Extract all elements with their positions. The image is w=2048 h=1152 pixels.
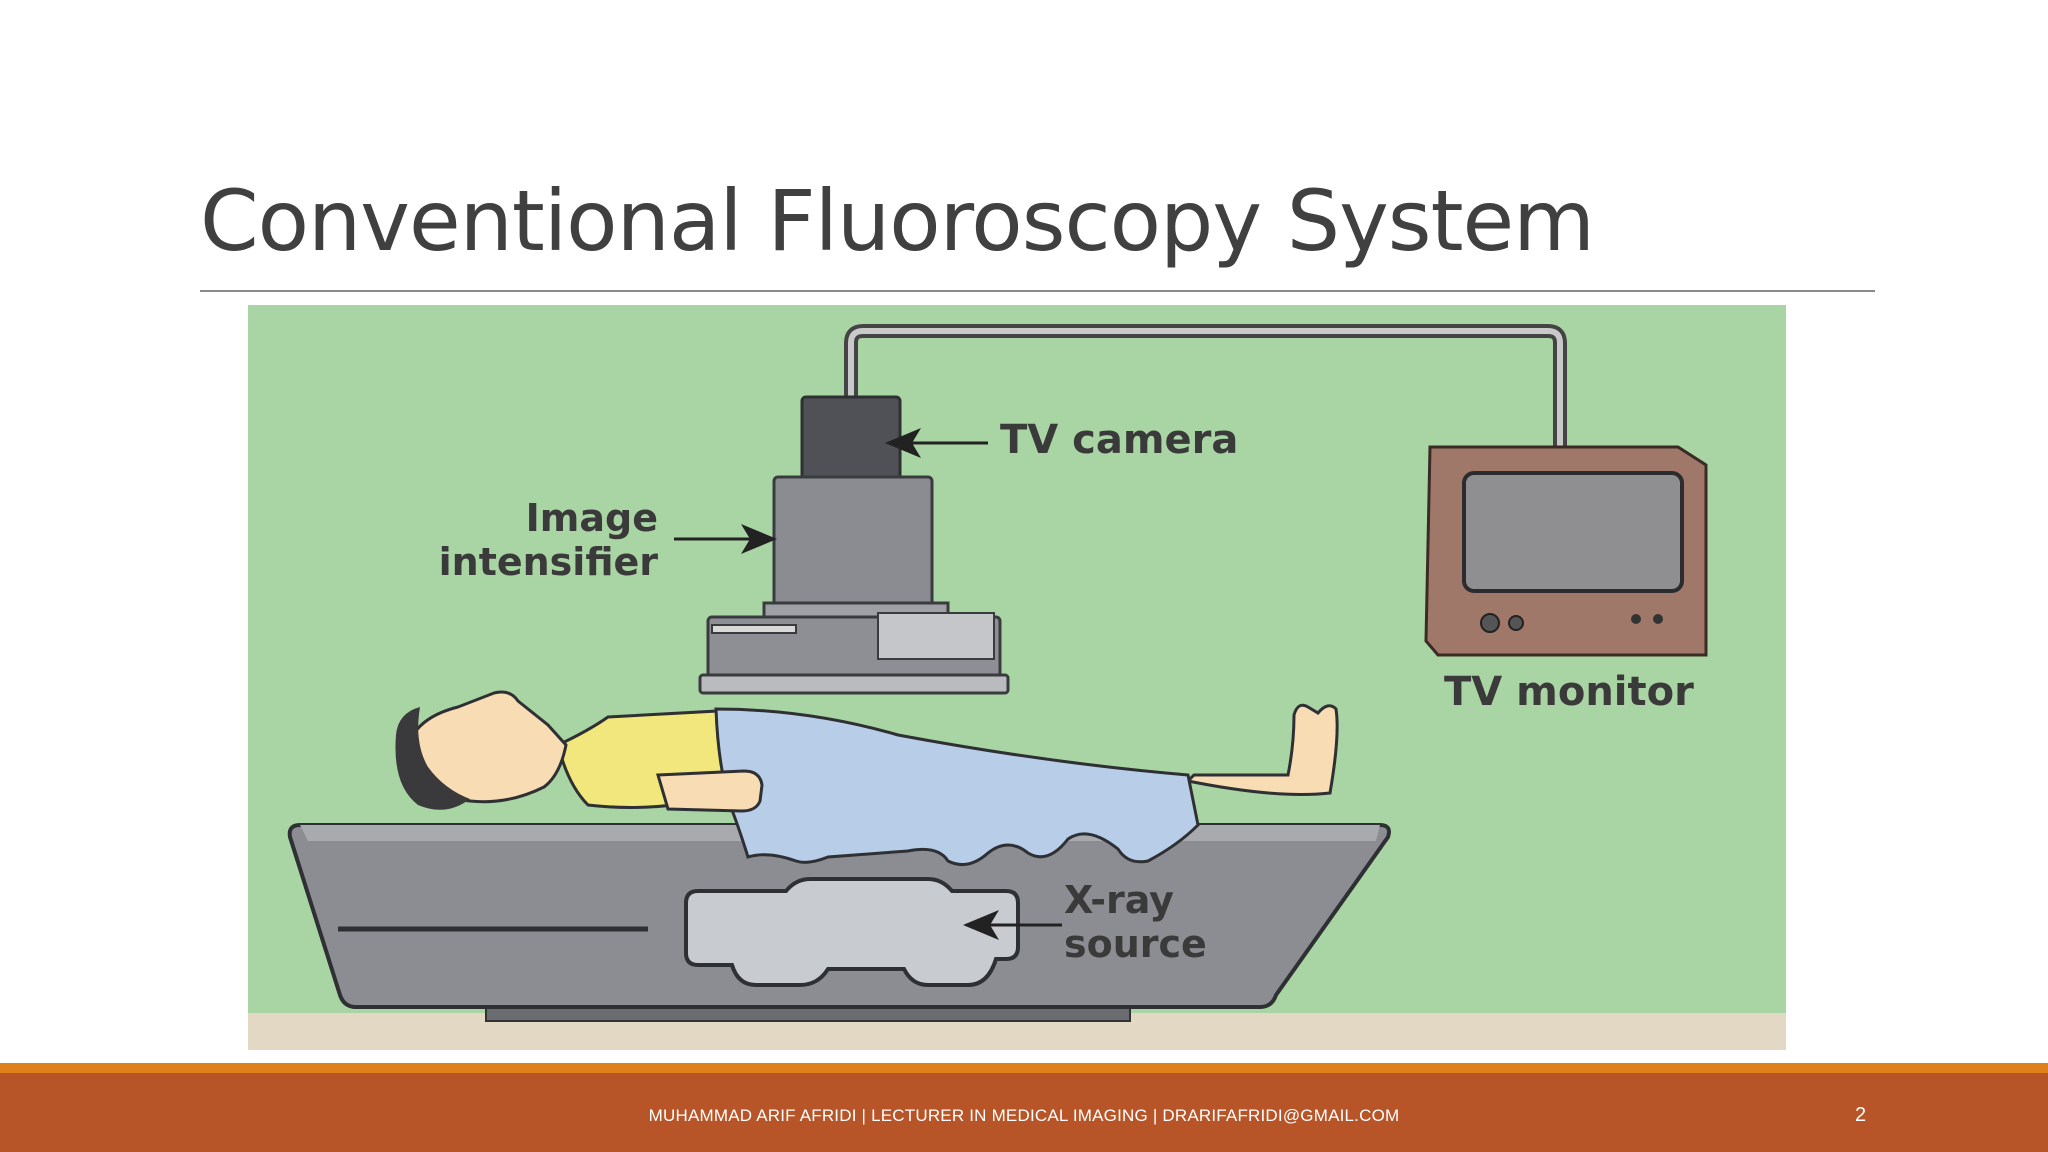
page-number: 2 bbox=[1855, 1104, 1867, 1126]
footer-accent-stripe bbox=[0, 1063, 2048, 1073]
patient-feet bbox=[1184, 703, 1339, 796]
label-tv-monitor: TV monitor bbox=[1444, 669, 1694, 715]
label-tv-camera: TV camera bbox=[1000, 417, 1238, 463]
patient-arm bbox=[656, 769, 764, 813]
tv-camera bbox=[800, 395, 902, 483]
footer-bar bbox=[0, 1073, 2048, 1152]
patient-sheet bbox=[714, 707, 1200, 867]
label-image-intensifier-line2: intensifier bbox=[439, 540, 659, 584]
patient-hair bbox=[395, 707, 470, 810]
slide-title: Conventional Fluoroscopy System bbox=[200, 172, 1595, 270]
fluoroscopy-diagram: TV camera Image intensifier TV monitor X… bbox=[248, 305, 1786, 1050]
footer-text: MUHAMMAD ARIF AFRIDI | LECTURER IN MEDIC… bbox=[648, 1106, 1400, 1125]
label-image-intensifier-line1: Image bbox=[526, 496, 658, 540]
label-xray-source-line2: source bbox=[1064, 922, 1207, 966]
title-divider bbox=[200, 290, 1875, 292]
fluoroscopy-illustration: TV camera Image intensifier TV monitor X… bbox=[248, 305, 1786, 1050]
xray-source bbox=[684, 877, 1020, 987]
image-intensifier bbox=[698, 475, 1010, 695]
tv-monitor bbox=[1424, 445, 1708, 657]
patient bbox=[395, 690, 1339, 867]
label-xray-source-line1: X-ray bbox=[1064, 878, 1174, 922]
